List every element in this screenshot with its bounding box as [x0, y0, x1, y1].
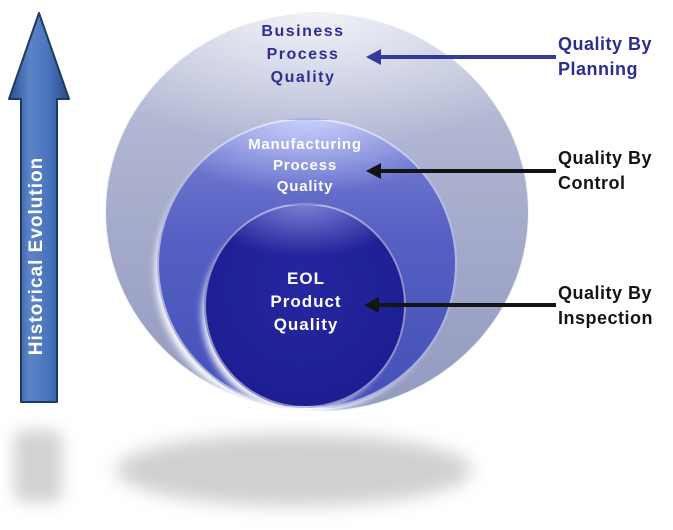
historical-evolution-label: Historical Evolution	[26, 156, 47, 356]
quality-by-inspection-label: Quality By Inspection	[558, 283, 654, 328]
planning-arrowhead-icon	[366, 49, 381, 65]
quality-by-planning-label: Quality By Planning	[558, 34, 653, 79]
quality-by-control-label: Quality By Control	[558, 148, 653, 193]
inspection-arrowhead-icon	[364, 297, 379, 313]
planning-arrow-icon	[366, 49, 556, 65]
up-arrow-shape	[8, 12, 70, 403]
business-process-quality-label: Business Process Quality	[261, 23, 345, 86]
control-arrowhead-icon	[366, 163, 381, 179]
control-arrow-icon	[366, 163, 556, 179]
inspection-arrow-shaft	[379, 303, 556, 307]
planning-arrow-shaft	[381, 55, 556, 59]
eol-product-quality-label: EOL Product Quality	[270, 269, 342, 334]
circles-drop-shadow	[116, 434, 472, 506]
manufacturing-process-quality-label: Manufacturing Process Quality	[248, 136, 362, 195]
control-arrow-shaft	[381, 169, 556, 173]
historical-evolution-up-arrow-icon	[8, 12, 70, 403]
inspection-arrow-icon	[364, 297, 556, 313]
arrow-drop-shadow	[14, 430, 62, 502]
